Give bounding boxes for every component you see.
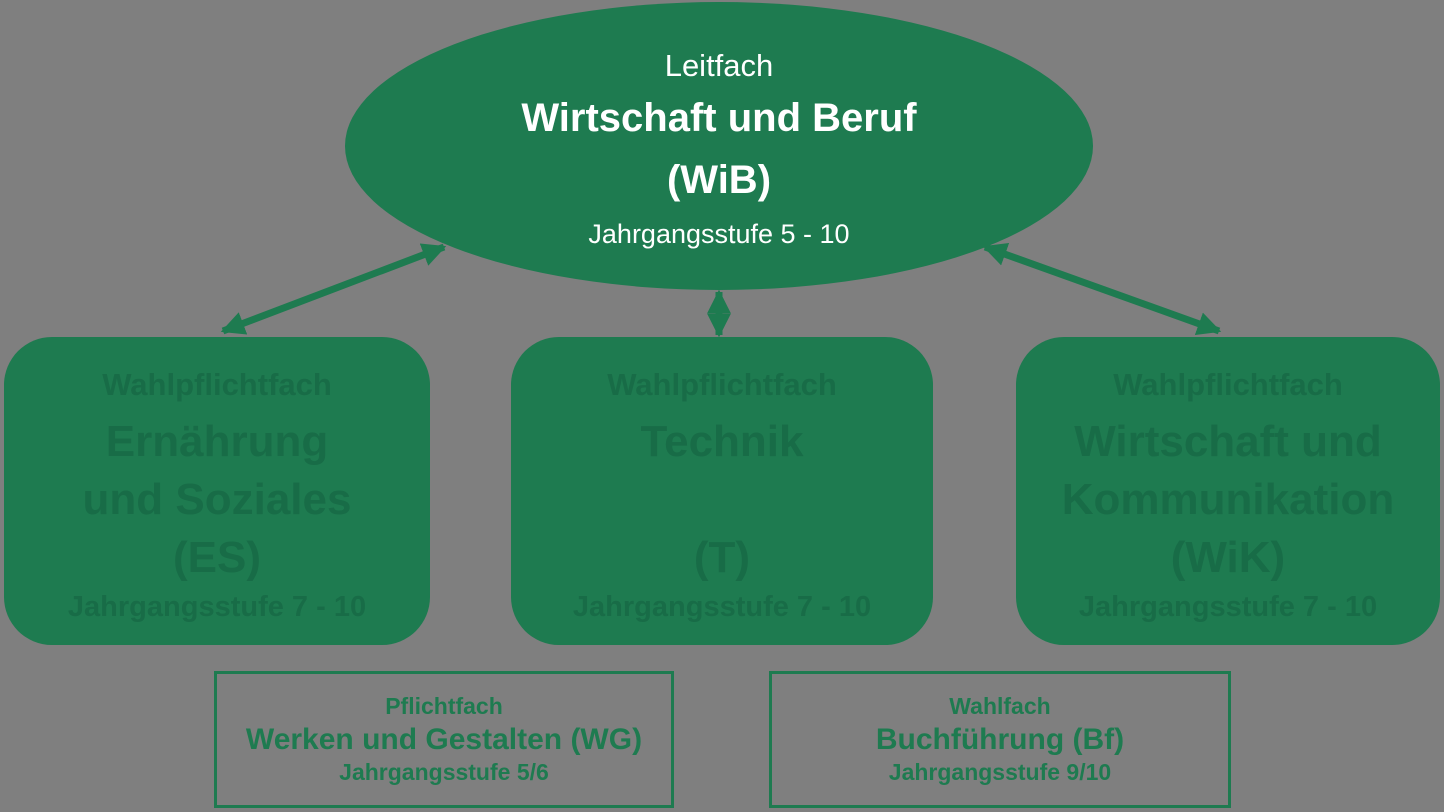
subject-box-wirtschaft-und-kommunikation: Wahlpflichtfach Wirtschaft und Kommunika… <box>1016 337 1440 645</box>
subject-abbreviation: (WiK) <box>1170 533 1286 582</box>
bottom-box-werken-und-gestalten: Pflichtfach Werken und Gestalten (WG) Ja… <box>214 671 674 808</box>
bottom-box-buchfuehrung: Wahlfach Buchführung (Bf) Jahrgangsstufe… <box>769 671 1231 808</box>
subject-grades-label: Jahrgangsstufe 7 - 10 <box>67 591 367 623</box>
subject-category-label: Wahlpflichtfach <box>1113 367 1343 402</box>
bottom-box-name: Buchführung (Bf) <box>875 723 1125 756</box>
subject-name-line2: Kommunikation <box>1061 475 1395 524</box>
bottom-box-category-label: Wahlfach <box>949 693 1051 719</box>
subject-grades-label: Jahrgangsstufe 7 - 10 <box>572 591 872 623</box>
leitfach-category-label: Leitfach <box>664 48 774 83</box>
leitfach-grades-label: Jahrgangsstufe 5 - 10 <box>588 219 850 249</box>
leitfach-ellipse-node: Leitfach Wirtschaft und Beruf (WiB) Jahr… <box>345 2 1093 290</box>
leitfach-abbreviation: (WiB) <box>666 158 772 202</box>
connector-ellipse-to-left-box <box>220 243 447 335</box>
bottom-box-name: Werken und Gestalten (WG) <box>245 723 643 756</box>
subject-abbreviation: (T) <box>693 533 751 582</box>
subject-abbreviation: (ES) <box>173 533 261 582</box>
subject-grades-label: Jahrgangsstufe 7 - 10 <box>1078 591 1378 623</box>
subject-name-line1: Wirtschaft und <box>1074 417 1382 466</box>
subject-name-line1: Ernährung <box>105 417 329 466</box>
subject-category-label: Wahlpflichtfach <box>102 367 332 402</box>
subject-category-label: Wahlpflichtfach <box>607 367 837 402</box>
subject-name-line2: und Soziales <box>82 475 352 524</box>
subject-box-technik: Wahlpflichtfach Technik (T) Jahrgangsstu… <box>511 337 933 645</box>
bottom-box-category-label: Pflichtfach <box>385 693 503 719</box>
subject-name-line1: Technik <box>640 417 804 466</box>
bottom-box-grades-label: Jahrgangsstufe 5/6 <box>339 759 549 785</box>
leitfach-name-line1: Wirtschaft und Beruf <box>521 96 917 140</box>
bottom-box-grades-label: Jahrgangsstufe 9/10 <box>888 759 1112 785</box>
connector-ellipse-to-right-box <box>982 243 1222 335</box>
subject-box-ernaehrung-und-soziales: Wahlpflichtfach Ernährung und Soziales (… <box>4 337 430 645</box>
